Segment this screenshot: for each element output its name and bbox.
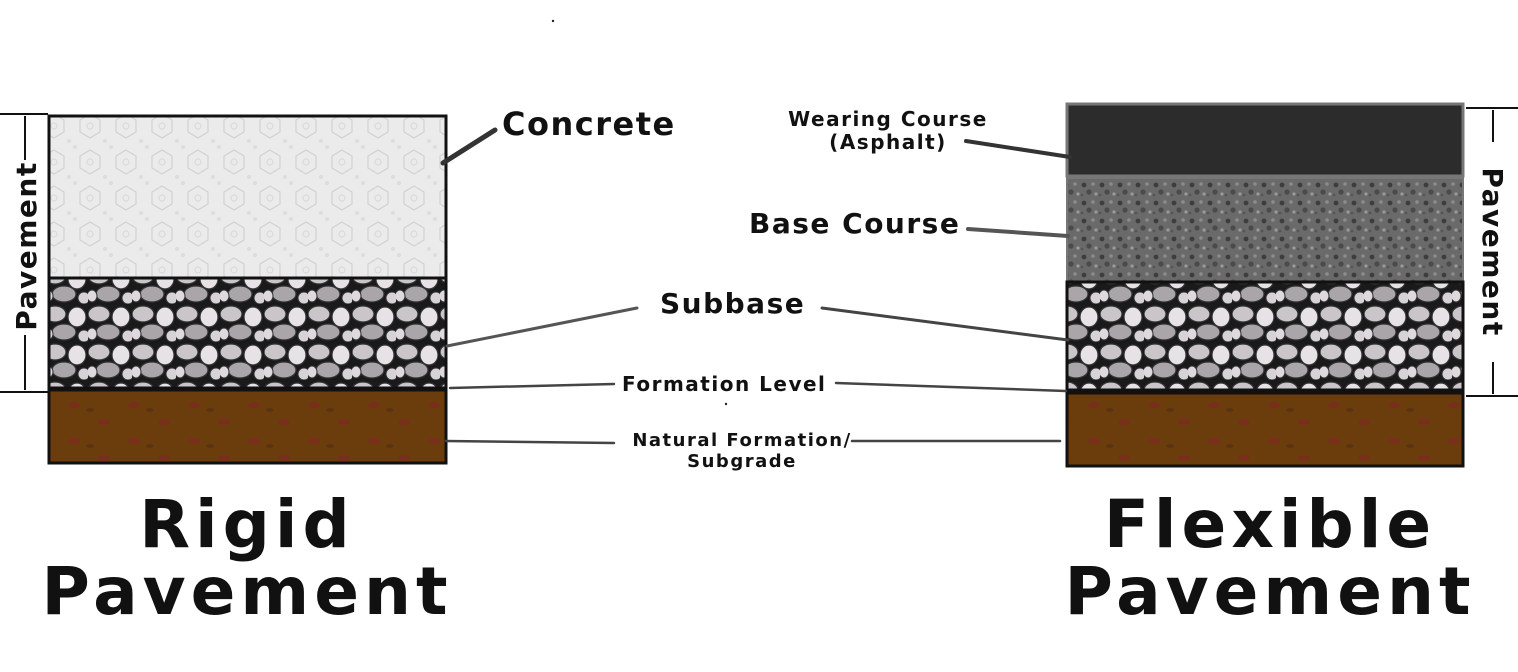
rigid-title-line1: Rigid bbox=[139, 486, 355, 563]
flexible-title-line2: Pavement bbox=[1065, 553, 1476, 630]
flexible-title-line1: Flexible bbox=[1104, 486, 1436, 563]
formation-level-label: Formation Level bbox=[622, 372, 826, 396]
concrete-label: Concrete bbox=[502, 105, 676, 143]
flexible-subgrade-layer bbox=[1065, 391, 1465, 468]
wearing-course-label-line1: Wearing Course bbox=[788, 107, 988, 131]
flexible-formation-level-leader-line bbox=[834, 381, 1068, 393]
concrete-leader-line bbox=[440, 127, 498, 166]
flexible-base-course-layer bbox=[1066, 177, 1464, 283]
subbase-label: Subbase bbox=[660, 287, 805, 320]
rigid-pavement-bracket: Pavement bbox=[0, 113, 48, 393]
natural-formation-label-line2: Subgrade bbox=[687, 451, 797, 472]
rigid-concrete-layer bbox=[47, 114, 448, 280]
base-course-label: Base Course bbox=[749, 207, 960, 240]
rigid-subbase-leader-line bbox=[445, 306, 639, 348]
stray-dot bbox=[551, 19, 555, 23]
flexible-subbase-leader-line bbox=[820, 306, 1070, 342]
base-course-leader-line bbox=[966, 227, 1070, 238]
natural-formation-label-line1: Natural Formation/ bbox=[632, 430, 851, 451]
wearing-course-leader-line bbox=[964, 139, 1072, 159]
rigid-subbase-layer bbox=[47, 276, 448, 390]
flexible-pavement-bracket: Pavement bbox=[1466, 107, 1518, 397]
leader-lines bbox=[440, 127, 1072, 445]
wearing-course-label-line2: (Asphalt) bbox=[829, 130, 947, 154]
rigid-pavement-section: Pavement Rigid Pavement bbox=[0, 113, 453, 630]
flexible-wearing-course-layer bbox=[1065, 102, 1465, 178]
rigid-subgrade-leader-line bbox=[444, 439, 616, 445]
rigid-title-line2: Pavement bbox=[42, 553, 453, 630]
flexible-bracket-label: Pavement bbox=[1476, 167, 1509, 336]
stray-dot bbox=[724, 402, 728, 406]
flexible-pavement-section: Pavement Flexible Pavement bbox=[1065, 102, 1518, 630]
flexible-subbase-layer bbox=[1065, 280, 1465, 392]
rigid-bracket-label: Pavement bbox=[10, 161, 43, 330]
rigid-formation-level-leader-line bbox=[448, 382, 616, 390]
rigid-subgrade-layer bbox=[47, 388, 448, 465]
layer-labels: Concrete Wearing Course (Asphalt) Base C… bbox=[502, 105, 988, 472]
